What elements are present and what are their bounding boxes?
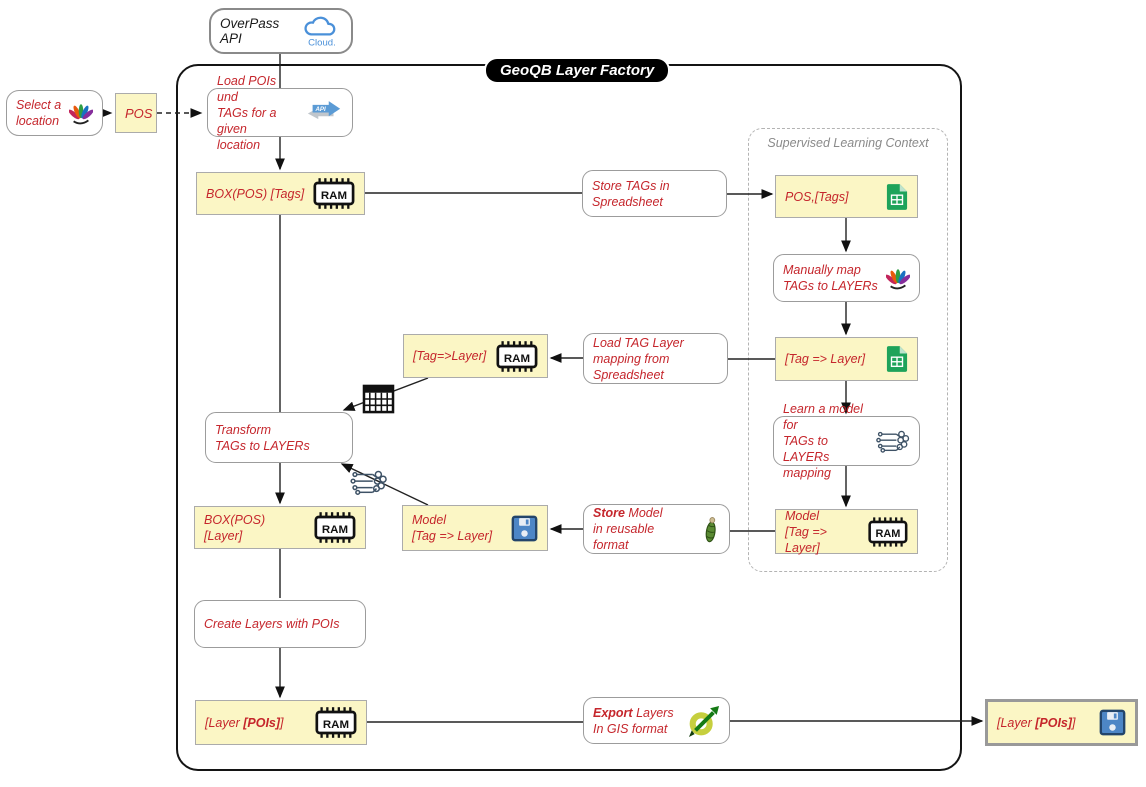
- pos-label: POS: [125, 105, 153, 121]
- create-layers-label: Create Layers with POIs: [204, 617, 340, 631]
- node-tag-layer-sheet: [Tag => Layer]: [775, 337, 918, 381]
- node-transform: Transform TAGs to LAYERs: [205, 412, 353, 463]
- hand-icon: [886, 266, 910, 290]
- node-layer-pois-file: [Layer [POIs]]: [985, 699, 1138, 746]
- neural-network-icon: [350, 467, 388, 502]
- node-overpass-api: OverPass API Cloud.: [209, 8, 353, 54]
- node-model-floppy: Model [Tag => Layer]: [402, 505, 548, 551]
- node-layer-pois-ram: [Layer [POIs]] RAM: [195, 700, 367, 745]
- api-icon: API: [305, 99, 343, 126]
- tag-layer-ram-label: [Tag=>Layer]: [413, 349, 487, 363]
- node-export-layers: Export Layers In GIS format: [583, 697, 730, 744]
- svg-text:RAM: RAM: [504, 352, 530, 364]
- floppy-disk-icon: [511, 515, 538, 542]
- node-tag-layer-ram: [Tag=>Layer] RAM: [403, 334, 548, 378]
- model-floppy-label: Model [Tag => Layer]: [412, 513, 493, 543]
- pos-tags-sheet-label: POS,[Tags]: [785, 189, 849, 204]
- node-load-pois: Load POIs und TAGs for a given location …: [207, 74, 353, 152]
- supervised-context-label: Supervised Learning Context: [767, 136, 929, 150]
- svg-text:RAM: RAM: [323, 719, 349, 731]
- node-select-location: Select a location: [6, 90, 103, 136]
- node-store-tags: Store TAGs in Spreadsheet: [582, 170, 727, 217]
- ram-chip-icon: RAM: [494, 340, 538, 372]
- store-model-label: Store Model in reusable format: [593, 506, 663, 552]
- hand-icon: [69, 101, 93, 125]
- neural-network-icon: [876, 427, 910, 455]
- ram-chip-icon: RAM: [313, 707, 357, 738]
- transform-label: Transform TAGs to LAYERs: [215, 422, 310, 453]
- node-box-pos-tags: BOX(POS) [Tags] RAM: [196, 172, 365, 215]
- export-layers-label: Export Layers In GIS format: [593, 705, 674, 736]
- store-tags-label: Store TAGs in Spreadsheet: [592, 178, 670, 209]
- qgis-icon: [688, 705, 720, 737]
- load-pois-label: Load POIs und TAGs for a given location: [217, 73, 277, 152]
- node-pos: POS: [115, 93, 157, 133]
- svg-text:RAM: RAM: [875, 528, 900, 540]
- node-pos-tags-sheet: POS,[Tags]: [775, 175, 918, 218]
- svg-text:RAM: RAM: [321, 190, 347, 202]
- table-grid-icon: [362, 384, 395, 419]
- svg-text:RAM: RAM: [322, 524, 348, 536]
- floppy-disk-icon: [1099, 709, 1126, 736]
- layer-pois-file-label: [Layer [POIs]]: [997, 715, 1076, 730]
- diagram-title: GeoQB Layer Factory: [486, 59, 669, 82]
- pickle-icon: [702, 514, 720, 545]
- ram-chip-icon: RAM: [866, 516, 908, 547]
- learn-model-label: Learn a model for TAGs to LAYERs mapping: [783, 402, 863, 480]
- select-location-label: Select a location: [16, 98, 62, 128]
- node-create-layers: Create Layers with POIs: [194, 600, 366, 648]
- node-model-ram: Model [Tag => Layer] RAM: [775, 508, 918, 555]
- svg-text:Cloud.: Cloud.: [308, 37, 336, 48]
- tag-layer-sheet-label: [Tag => Layer]: [785, 352, 866, 366]
- model-ram-label: Model [Tag => Layer]: [785, 508, 827, 555]
- spreadsheet-icon: [886, 345, 908, 373]
- node-store-model: Store Model in reusable format: [583, 504, 730, 554]
- supervised-learning-context-frame: Supervised Learning Context: [748, 128, 948, 572]
- overpass-label: OverPass API: [220, 16, 280, 46]
- node-box-pos-layer: BOX(POS) [Layer] RAM: [194, 506, 366, 549]
- box-pos-layer-label: BOX(POS) [Layer]: [204, 512, 266, 543]
- node-load-tag-mapping: Load TAG Layer mapping from Spreadsheet: [583, 333, 728, 384]
- node-learn-model: Learn a model for TAGs to LAYERs mapping: [773, 402, 920, 480]
- load-tag-mapping-label: Load TAG Layer mapping from Spreadsheet: [593, 335, 684, 382]
- layer-pois-ram-label: [Layer [POIs]]: [205, 715, 284, 730]
- cloud-icon: Cloud.: [300, 13, 342, 49]
- spreadsheet-icon: [886, 183, 908, 211]
- node-manually-map: Manually map TAGs to LAYERs: [773, 254, 920, 302]
- ram-chip-icon: RAM: [311, 178, 355, 209]
- svg-text:API: API: [314, 106, 326, 113]
- manually-map-label: Manually map TAGs to LAYERs: [783, 263, 878, 293]
- box-pos-tags-label: BOX(POS) [Tags]: [206, 186, 305, 201]
- ram-chip-icon: RAM: [312, 512, 356, 543]
